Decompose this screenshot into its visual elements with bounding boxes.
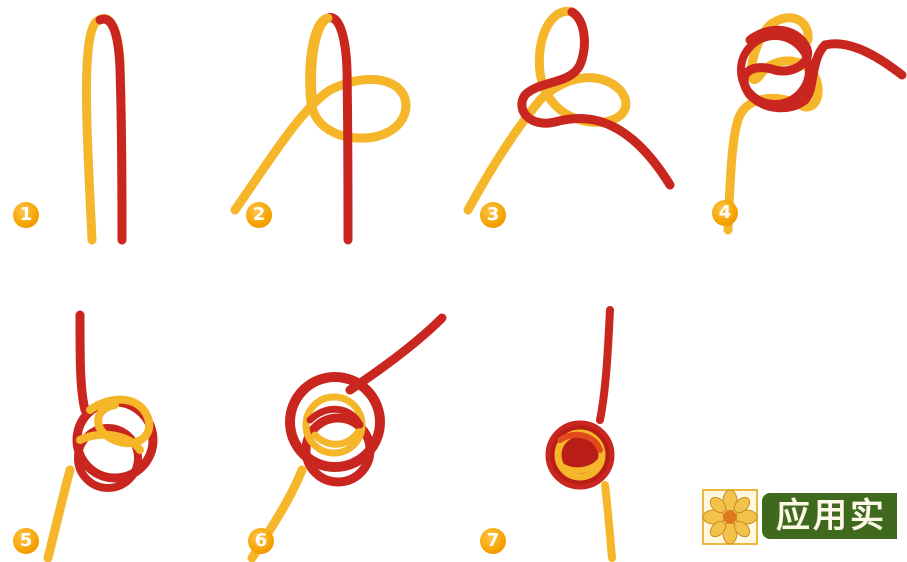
step-number-badge: 4 [712, 200, 738, 226]
cord-step-5-drawing [0, 300, 220, 562]
section-banner: 应用实 [700, 487, 907, 547]
cord-step-6-drawing [230, 300, 460, 562]
step-number-badge: 1 [13, 202, 39, 228]
step-6-illustration: 6 [230, 300, 460, 562]
step-number-badge: 2 [246, 202, 272, 228]
banner-title: 应用实 [762, 493, 897, 539]
step-4-illustration: 4 [690, 0, 907, 250]
step-7-illustration: 7 [460, 300, 690, 562]
step-number-badge: 7 [480, 528, 506, 554]
step-number-badge: 3 [480, 202, 506, 228]
step-number-badge: 6 [248, 528, 274, 554]
step-5-illustration: 5 [0, 300, 220, 562]
step-number-badge: 5 [13, 528, 39, 554]
cord-step-7-drawing [460, 300, 690, 562]
step-1-illustration: 1 [0, 0, 220, 250]
step-3-illustration: 3 [460, 0, 690, 250]
flower-ornament-icon [700, 487, 760, 547]
step-2-illustration: 2 [230, 0, 450, 250]
